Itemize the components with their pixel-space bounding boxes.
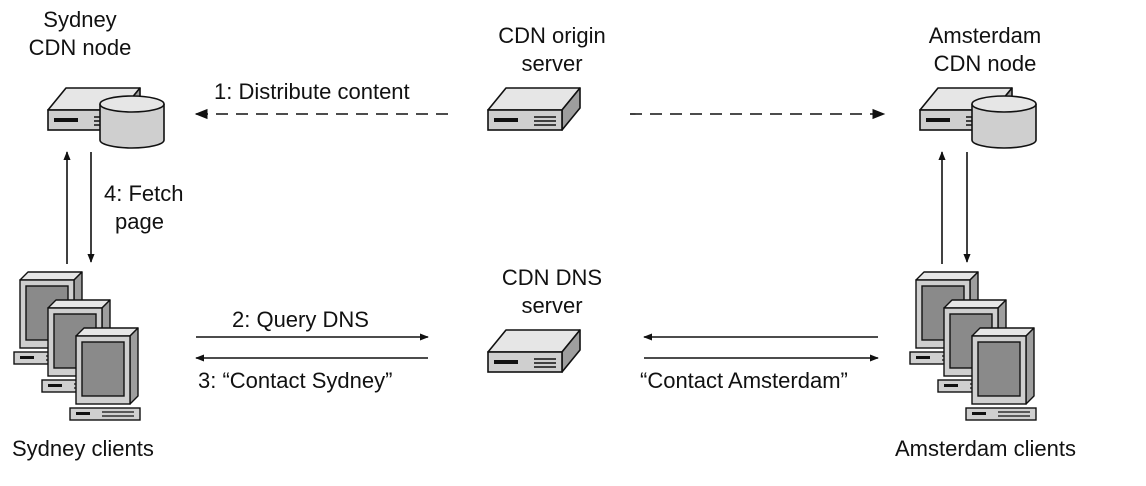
amsterdam-cdn-node-label-line1: Amsterdam <box>928 23 1042 48</box>
sydney-clients-icon <box>13 271 141 421</box>
step-contact-amsterdam-label: “Contact Amsterdam” <box>640 368 848 393</box>
step-fetch-page-line2: page <box>115 209 164 234</box>
step-fetch-page-line1: 4: Fetch <box>104 181 184 206</box>
amsterdam-cdn-node-label-line2: CDN node <box>933 51 1037 76</box>
sydney-cdn-node-label-line1: Sydney <box>43 7 117 32</box>
dns-server-label-line2: server <box>521 293 583 318</box>
step-distribute-label: 1: Distribute content <box>214 79 410 104</box>
step-query-dns-label: 2: Query DNS <box>232 307 369 332</box>
sydney-cdn-node-label: Sydney CDN node <box>10 6 150 62</box>
origin-server-icon <box>487 87 581 131</box>
dns-server-label-line1: CDN DNS <box>501 265 603 290</box>
amsterdam-cdn-node-label: Amsterdam CDN node <box>900 22 1070 78</box>
amsterdam-cdn-node-icon <box>919 87 1037 149</box>
step-fetch-page-label: 4: Fetch page <box>104 180 183 236</box>
amsterdam-clients-label: Amsterdam clients <box>895 436 1076 461</box>
sydney-cdn-node-icon <box>47 87 165 149</box>
amsterdam-clients-icon <box>909 271 1037 421</box>
dns-server-label: CDN DNS server <box>462 264 642 320</box>
origin-server-label-line1: CDN origin <box>498 23 606 48</box>
origin-server-label: CDN origin server <box>462 22 642 78</box>
dns-server-icon <box>487 329 581 373</box>
sydney-clients-label: Sydney clients <box>12 436 154 461</box>
sydney-cdn-node-label-line2: CDN node <box>28 35 132 60</box>
origin-server-label-line2: server <box>521 51 583 76</box>
step-contact-sydney-label: 3: “Contact Sydney” <box>198 368 393 393</box>
